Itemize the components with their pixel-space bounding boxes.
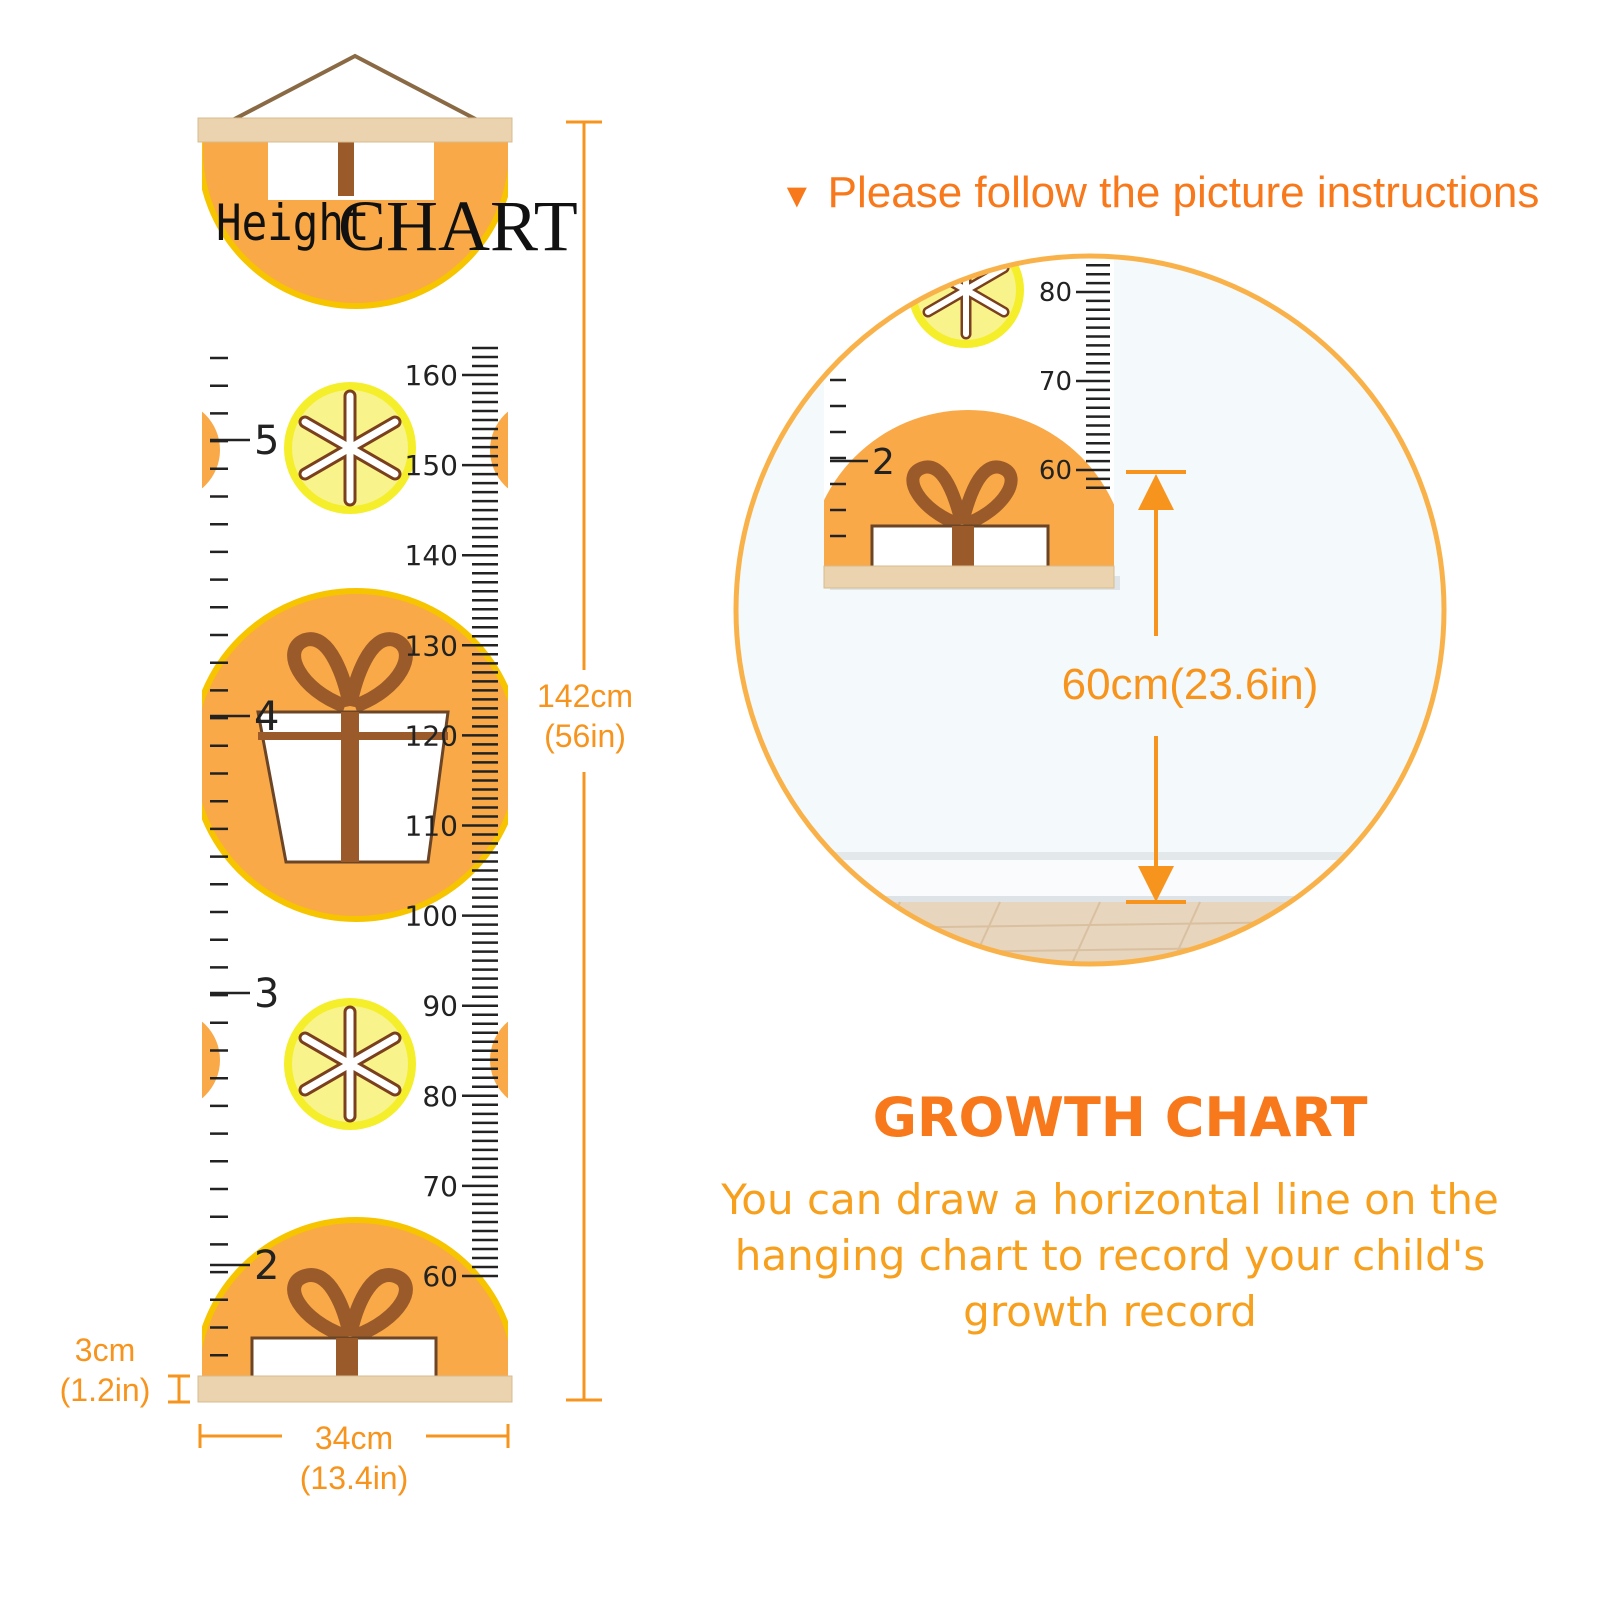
cm-label: 130	[405, 629, 458, 662]
top-wood-bar	[197, 117, 513, 143]
gift-icon	[870, 460, 1050, 570]
height-in-label: (56in)	[544, 718, 626, 754]
bottom-wood-bar	[197, 1375, 513, 1403]
cm-label: 60	[1039, 456, 1072, 486]
bar-dimension-bracket	[168, 1374, 190, 1404]
cm-label: 90	[422, 990, 458, 1023]
cm-label: 150	[405, 449, 458, 482]
snowflake-icon	[908, 256, 1024, 348]
cm-label: 140	[405, 539, 458, 572]
height-cm-label: 142cm	[536, 678, 634, 714]
zoom-circle-illustration: 80 70 60 2	[733, 253, 1447, 967]
width-in-label: (13.4in)	[299, 1460, 409, 1496]
snowflake-icon	[284, 998, 416, 1130]
gap-measurement-label: 60cm(23.6in)	[1061, 660, 1319, 709]
cm-label: 160	[405, 359, 458, 392]
ft-label: 4	[254, 694, 279, 740]
width-dimension-line	[198, 1424, 510, 1448]
growth-chart-description: You can draw a horizontal line on the ha…	[700, 1172, 1520, 1340]
mini-bottom-wood-bar	[823, 565, 1115, 589]
cm-label: 100	[405, 900, 458, 933]
zoom-circle-border	[733, 253, 1447, 967]
chart-title-chart: CHART	[338, 186, 578, 266]
instructions-heading: ▼ Please follow the picture instructions	[780, 168, 1539, 218]
mini-ft-label: 2	[872, 442, 895, 483]
snowflake-icon	[284, 382, 416, 514]
height-dimension-line	[566, 120, 602, 1402]
description-line: hanging chart to record your child's	[734, 1231, 1486, 1280]
cm-label: 70	[1039, 367, 1072, 397]
cm-label: 120	[405, 719, 458, 752]
bar-cm-label: 3cm	[74, 1332, 136, 1368]
gift-icon	[256, 632, 450, 864]
height-gap-arrow	[1126, 470, 1186, 904]
description-line: You can draw a horizontal line on the	[721, 1175, 1499, 1224]
ft-label: 5	[254, 418, 279, 464]
cm-label: 80	[1039, 278, 1072, 308]
bar-in-label: (1.2in)	[59, 1372, 151, 1408]
description-line: growth record	[963, 1287, 1257, 1336]
gift-icon	[250, 1268, 438, 1376]
chart-title-height: Height	[216, 194, 369, 252]
ft-label: 3	[254, 971, 279, 1017]
ft-label: 2	[254, 1243, 279, 1289]
height-chart-illustration: Height CHART 160 150 140 130 120 110 100 90 80 70…	[168, 53, 602, 1448]
hanging-rope	[224, 53, 486, 126]
cm-label: 60	[422, 1260, 458, 1293]
width-cm-label: 34cm	[314, 1420, 394, 1456]
cm-label: 80	[422, 1080, 458, 1113]
cm-label: 110	[405, 810, 458, 843]
instructions-heading-text: Please follow the picture instructions	[827, 168, 1540, 217]
cm-label: 70	[422, 1170, 458, 1203]
down-arrow-icon: ▼	[780, 177, 814, 215]
growth-chart-title: GROWTH CHART	[872, 1086, 1368, 1149]
